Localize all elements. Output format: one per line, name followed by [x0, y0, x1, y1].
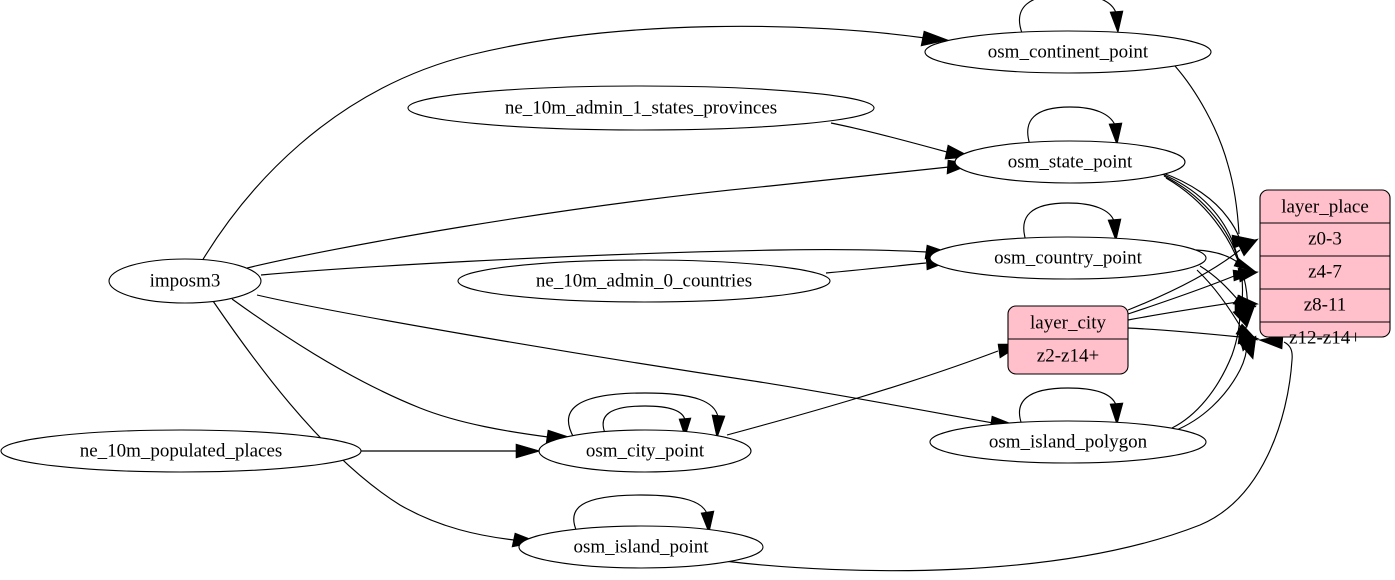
edge-layer_city-to-layer_place-b [1127, 267, 1259, 315]
record-title-layer_city: layer_city [1030, 312, 1106, 333]
edge-imposm3-to-osm_state_point [246, 159, 974, 269]
self-loop-osm_city_point-outer [567, 392, 726, 440]
node-label-osm_island_point: osm_island_point [573, 536, 709, 557]
self-loop-osm_island_point [573, 494, 715, 535]
edge-layer_city-to-layer_place-z8-11 [1127, 294, 1259, 321]
edge-imposm3-to-osm_continent_point [201, 25, 950, 262]
node-osm_continent_point[interactable]: osm_continent_point [924, 30, 1212, 74]
edge-osm_island_polygon-to-layer_place-z8-11 [1171, 304, 1256, 429]
node-label-imposm3: imposm3 [150, 270, 221, 291]
self-loop-osm_country_point [1023, 202, 1122, 243]
node-osm_country_point[interactable]: osm_country_point [929, 236, 1207, 280]
node-label-ne_10m_admin_0_countries: ne_10m_admin_0_countries [536, 270, 752, 291]
record-row-layer_place-z12-z14[interactable]: z12-z14+ [1289, 327, 1361, 348]
edge-osm_city_point-to-layer_city-z2-z14 [726, 343, 1024, 436]
node-label-osm_city_point: osm_city_point [586, 440, 705, 461]
edge-layer_city-to-layer_place-c [1127, 238, 1259, 311]
record-row-layer_place-z4-7[interactable]: z4-7 [1308, 261, 1342, 282]
node-label-ne_10m_admin_1_states_provinces: ne_10m_admin_1_states_provinces [505, 97, 777, 118]
self-loop-osm_state_point [1027, 106, 1123, 147]
node-osm_state_point[interactable]: osm_state_point [954, 140, 1186, 184]
edge-ne_admin_1-to-osm_state_point [830, 122, 973, 160]
edge-imposm3-to-osm_city_point [231, 298, 574, 445]
self-loop-osm_continent_point [1018, 0, 1124, 35]
node-imposm3[interactable]: imposm3 [108, 258, 262, 304]
record-title-layer_place: layer_place [1281, 196, 1369, 217]
self-loop-osm_city_point-inner [602, 405, 692, 438]
node-osm_city_point[interactable]: osm_city_point [538, 429, 752, 473]
record-row-layer_place-z0-3[interactable]: z0-3 [1308, 228, 1342, 249]
record-row-layer_city-z2-z14[interactable]: z2-z14+ [1037, 345, 1099, 366]
node-ne_10m_populated_places[interactable]: ne_10m_populated_places [0, 429, 362, 473]
node-label-osm_island_polygon: osm_island_polygon [989, 431, 1148, 452]
node-ne_10m_admin_0_countries[interactable]: ne_10m_admin_0_countries [457, 259, 831, 303]
node-osm_island_point[interactable]: osm_island_point [518, 525, 764, 569]
node-osm_island_polygon[interactable]: osm_island_polygon [929, 420, 1207, 464]
node-ne_10m_admin_1_states_provinces[interactable]: ne_10m_admin_1_states_provinces [407, 85, 875, 131]
edge-ne_populated_places-to-osm_city_point [361, 443, 542, 459]
node-label-ne_10m_populated_places: ne_10m_populated_places [80, 440, 283, 461]
edge-layer_city-to-layer_place-d [1127, 327, 1260, 345]
node-label-osm_country_point: osm_country_point [994, 247, 1142, 268]
edge-osm_country_point-to-layer_place-z4-7 [1195, 249, 1257, 273]
record-layer_place[interactable]: layer_place z0-3 z4-7 z8-11 z12-z14+ [1259, 189, 1391, 348]
edge-imposm3-to-osm_island_point [212, 300, 540, 548]
self-loop-osm_island_polygon [1018, 387, 1124, 427]
node-layer: imposm3 ne_10m_admin_1_states_provinces … [0, 30, 1391, 569]
record-layer_city[interactable]: layer_city z2-z14+ [1007, 305, 1129, 375]
record-row-layer_place-z8-11[interactable]: z8-11 [1304, 294, 1347, 315]
edge-imposm3-to-osm_island_polygon [256, 294, 1018, 430]
node-label-osm_continent_point: osm_continent_point [988, 41, 1149, 62]
edge-osm_continent_point-to-layer_place-z0-3 [1174, 65, 1257, 248]
node-label-osm_state_point: osm_state_point [1008, 151, 1133, 172]
